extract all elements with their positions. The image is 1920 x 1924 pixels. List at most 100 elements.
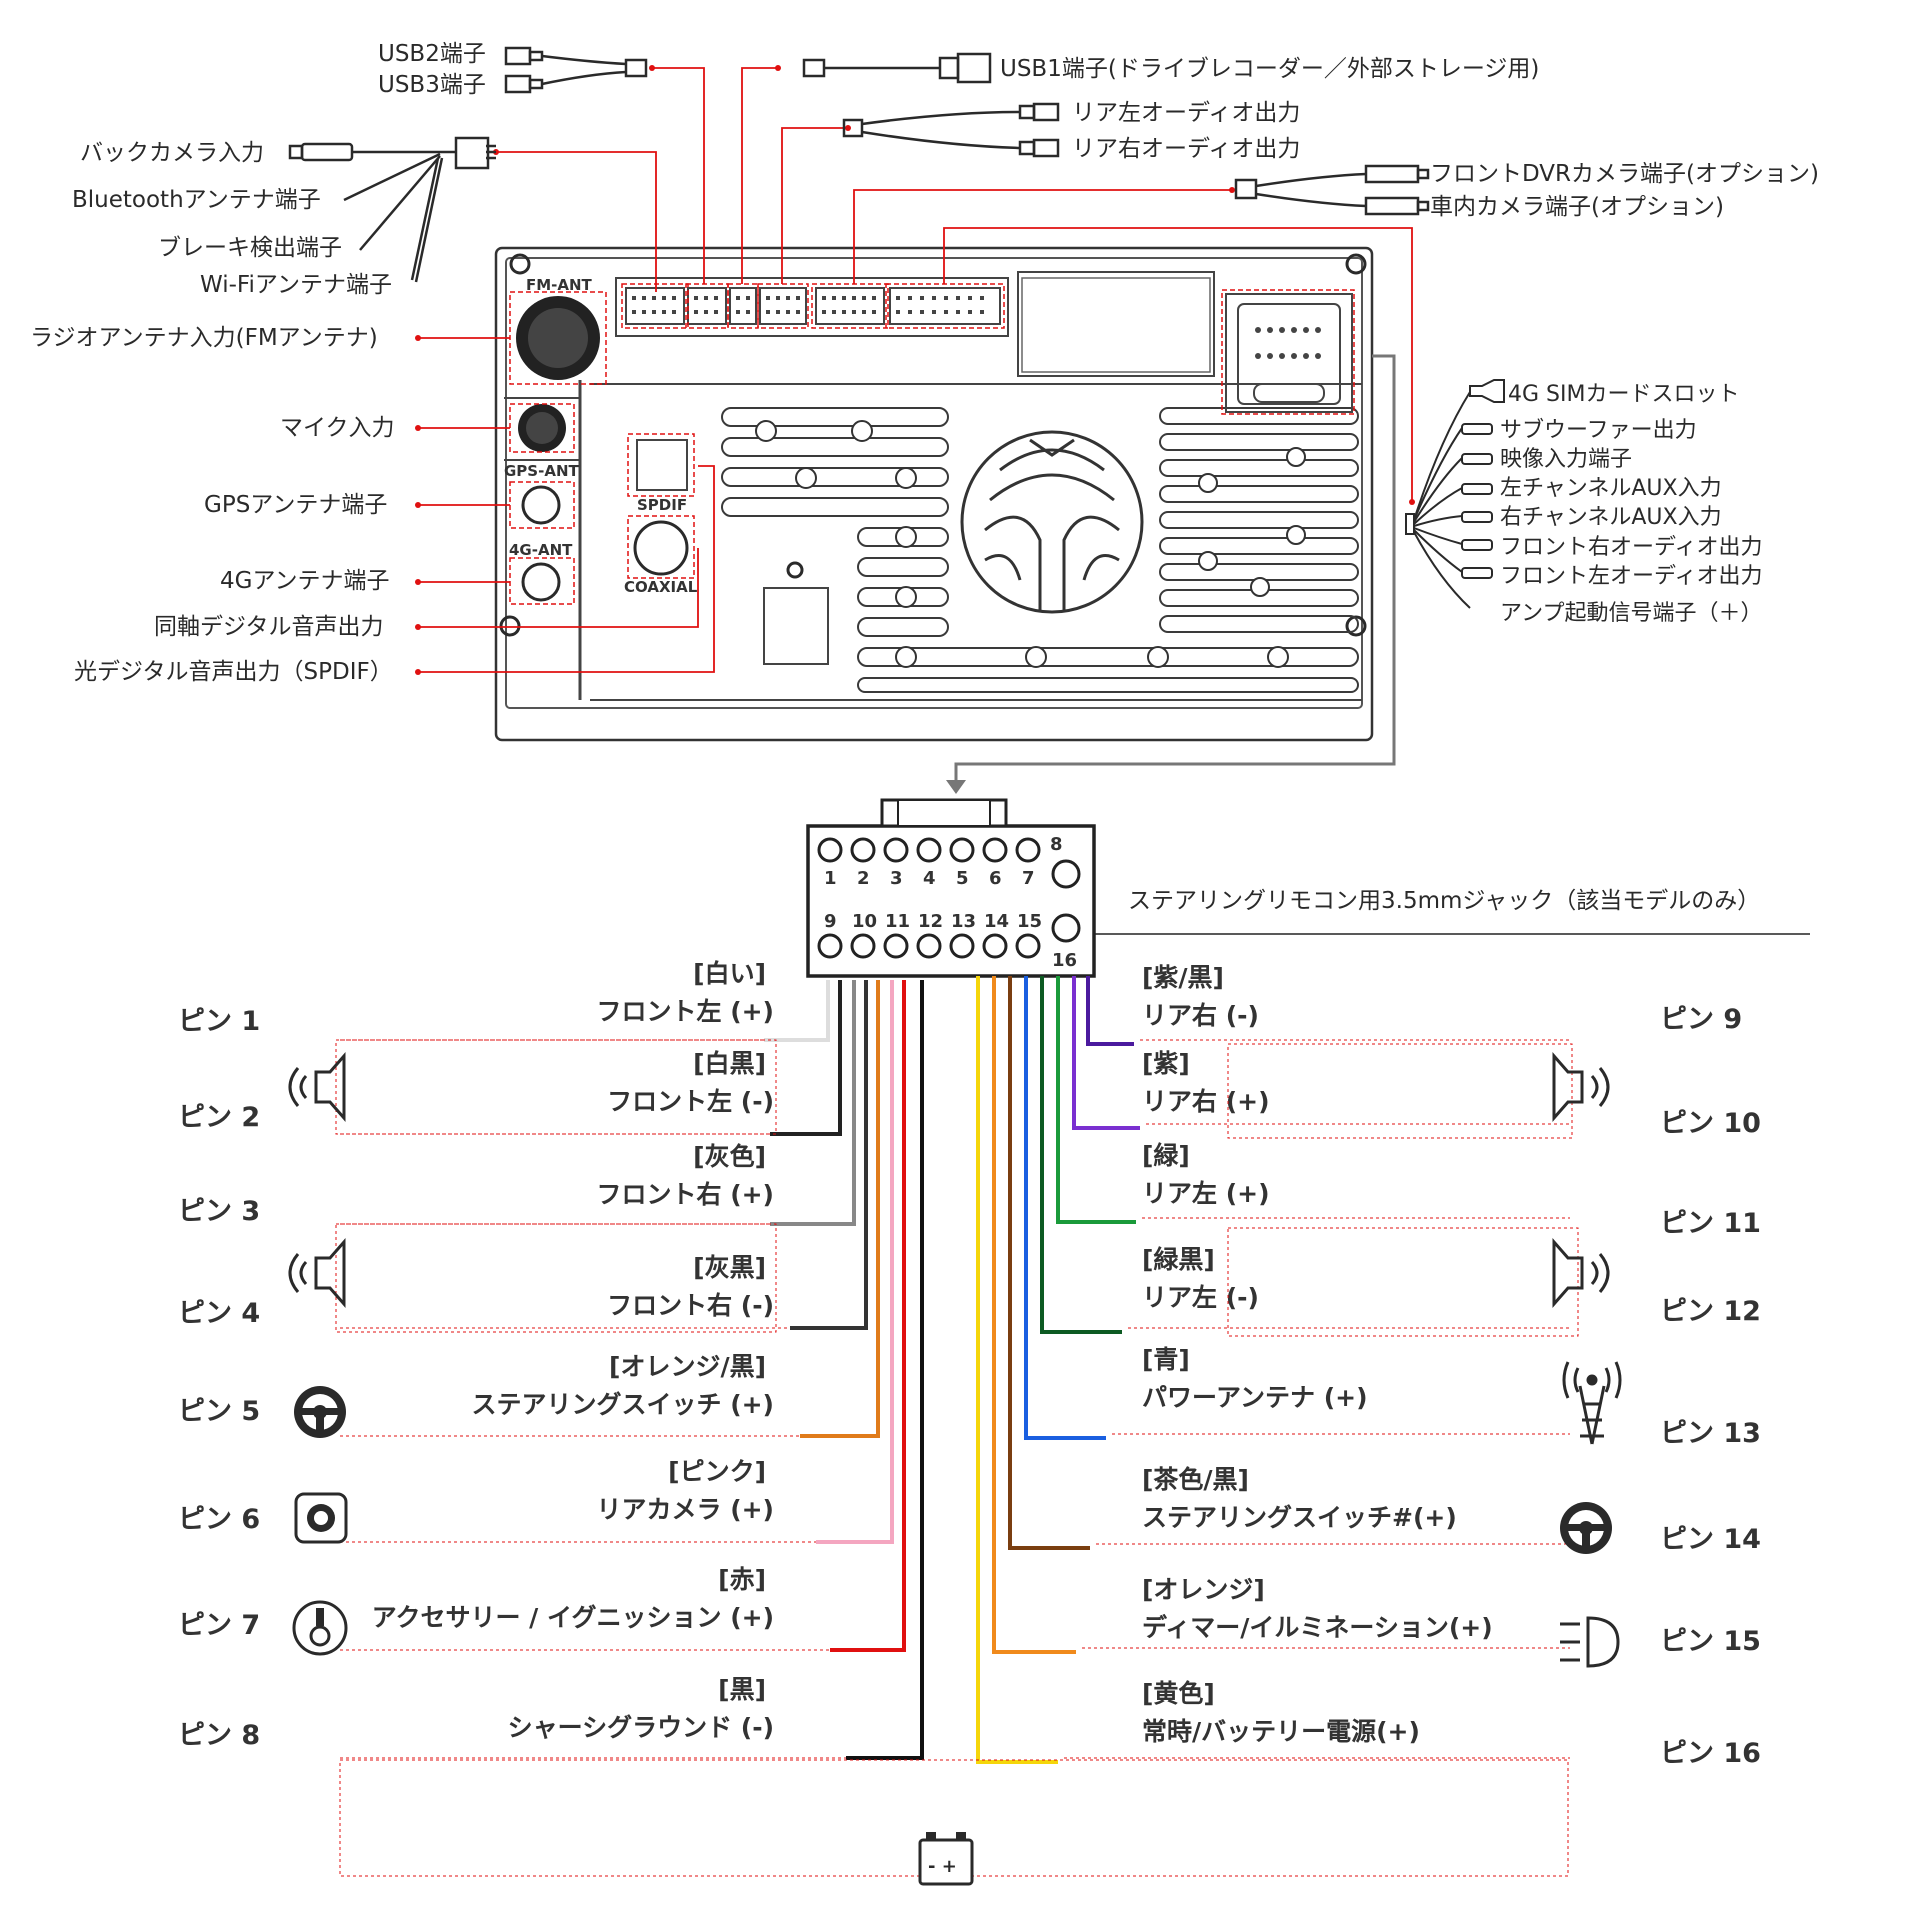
spdif-label: SPDIF — [637, 496, 687, 514]
wire-function-label: ステアリングスイッチ#(+) — [1142, 1503, 1457, 1532]
4g-ant-label: 4G-ANT — [509, 541, 573, 559]
wire-color-label: [茶色/黒] — [1142, 1465, 1249, 1494]
pin-number: 6 — [989, 868, 1002, 889]
top-cables — [288, 46, 1430, 283]
pin-rows: [白い]フロント左 (+)ピン 1[白黒]フロント左 (-)ピン 2[灰色]フロ… — [178, 959, 1761, 1769]
gps-label: GPSアンテナ端子 — [204, 492, 387, 518]
ignition-key-icon — [292, 1600, 348, 1656]
wire — [764, 980, 830, 1042]
wire — [976, 976, 1058, 1764]
pin-number: 2 — [857, 868, 870, 889]
front-right-out-label: フロント右オーディオ出力 — [1500, 535, 1762, 560]
pin-label: ピン 13 — [1660, 1418, 1761, 1449]
pin-hole — [1051, 859, 1081, 889]
pin-label: ピン 1 — [178, 1006, 260, 1037]
wire — [770, 980, 856, 1226]
wire — [770, 980, 842, 1136]
steering-wheel-icon — [1560, 1502, 1612, 1554]
pin-number: 10 — [852, 911, 877, 932]
pin-number: 13 — [951, 911, 976, 932]
ant4g-label: 4Gアンテナ端子 — [220, 568, 390, 594]
wire-color-label: [黒] — [718, 1675, 766, 1704]
pin-number: 16 — [1052, 950, 1077, 971]
amp-label: アンプ起動信号端子（＋） — [1500, 601, 1762, 626]
front-left-out-label: フロント左オーディオ出力 — [1500, 564, 1762, 589]
pin-hole — [883, 933, 909, 959]
wire-color-label: [オレンジ] — [1142, 1575, 1265, 1604]
wire-function-label: ステアリングスイッチ (+) — [471, 1390, 774, 1419]
cabin-cam-label: 車内カメラ端子(オプション) — [1430, 194, 1724, 220]
video-in-label: 映像入力端子 — [1500, 447, 1632, 472]
rear-left-audio-label: リア左オーディオ出力 — [1072, 100, 1300, 126]
wire — [816, 980, 894, 1544]
pin-number: 15 — [1017, 911, 1042, 932]
wire-function-label: 常時/バッテリー電源(+) — [1142, 1717, 1420, 1746]
steering-wheel-icon — [294, 1386, 346, 1438]
subwoofer-label: サブウーファー出力 — [1500, 418, 1697, 443]
rca-bundle — [1405, 379, 1505, 609]
wire-color-label: [紫] — [1142, 1049, 1190, 1078]
wire-function-label: フロント左 (-) — [607, 1087, 774, 1116]
pin-label: ピン 5 — [178, 1396, 260, 1427]
steering-jack-label: ステアリングリモコン用3.5mmジャック（該当モデルのみ） — [1128, 888, 1760, 914]
pin-hole — [850, 837, 876, 863]
wire — [1056, 976, 1136, 1224]
wifi-label: Wi-Fiアンテナ端子 — [200, 272, 392, 298]
front-dvr-label: フロントDVRカメラ端子(オプション) — [1430, 161, 1819, 187]
coaxial-out-label: 同軸デジタル音声出力 — [154, 614, 384, 640]
wire-function-label: フロント右 (-) — [607, 1291, 774, 1320]
pin-label: ピン 12 — [1660, 1296, 1761, 1327]
pin-hole — [850, 933, 876, 959]
usb1-label: USB1端子(ドライブレコーダー／外部ストレージ用) — [1000, 56, 1539, 82]
battery-icon: - + — [918, 1832, 974, 1886]
pin-label: ピン 16 — [1660, 1738, 1761, 1769]
wire — [1040, 976, 1122, 1334]
optical-out-label: 光デジタル音声出力（SPDIF） — [74, 659, 393, 685]
speaker-icon — [288, 1052, 346, 1122]
wire-function-label: アクセサリー / イグニッション (+) — [372, 1603, 774, 1632]
aux-left-label: 左チャンネルAUX入力 — [1500, 476, 1722, 501]
aux-right-label: 右チャンネルAUX入力 — [1500, 505, 1722, 530]
pin-label: ピン 7 — [178, 1610, 260, 1641]
speaker-icon — [1552, 1052, 1610, 1122]
antenna-icon — [1562, 1361, 1622, 1445]
head-unit-back-panel — [494, 246, 1374, 742]
battery-icon-text: - + — [928, 1856, 957, 1877]
wire — [1024, 976, 1106, 1440]
pin-number: 4 — [923, 868, 936, 889]
pin-hole — [883, 837, 909, 863]
pin-hole — [949, 837, 975, 863]
wire — [1086, 976, 1134, 1046]
headlight-icon — [1560, 1616, 1620, 1668]
brake-label: ブレーキ検出端子 — [158, 235, 342, 261]
pin-number: 12 — [918, 911, 943, 932]
wire-color-label: [黄色] — [1142, 1679, 1215, 1708]
wire — [846, 980, 924, 1760]
pin-hole — [1015, 933, 1041, 959]
pin-number: 9 — [824, 911, 837, 932]
wire-color-label: [赤] — [718, 1565, 766, 1594]
wire — [992, 976, 1076, 1654]
pin-hole — [817, 837, 843, 863]
wire-harness — [340, 976, 1570, 1764]
pin-label: ピン 3 — [178, 1196, 260, 1227]
wire — [830, 980, 906, 1652]
wire-function-label: リア左 (-) — [1142, 1283, 1259, 1312]
wire-color-label: [ピンク] — [668, 1457, 766, 1486]
pin-label: ピン 9 — [1660, 1004, 1742, 1035]
gps-ant-label: GPS-ANT — [504, 462, 579, 480]
speaker-icon — [288, 1238, 346, 1308]
wire-function-label: シャーシグラウンド (-) — [508, 1713, 774, 1742]
wire-function-label: リア右 (+) — [1142, 1087, 1270, 1116]
pin-number: 1 — [824, 868, 837, 889]
pin-hole — [982, 837, 1008, 863]
camera-icon — [294, 1492, 348, 1544]
pin-hole — [1051, 913, 1081, 943]
pin-hole — [916, 837, 942, 863]
pin-number: 14 — [984, 911, 1009, 932]
wire-function-label: リア左 (+) — [1142, 1179, 1270, 1208]
radio-label: ラジオアンテナ入力(FMアンテナ) — [30, 325, 378, 351]
